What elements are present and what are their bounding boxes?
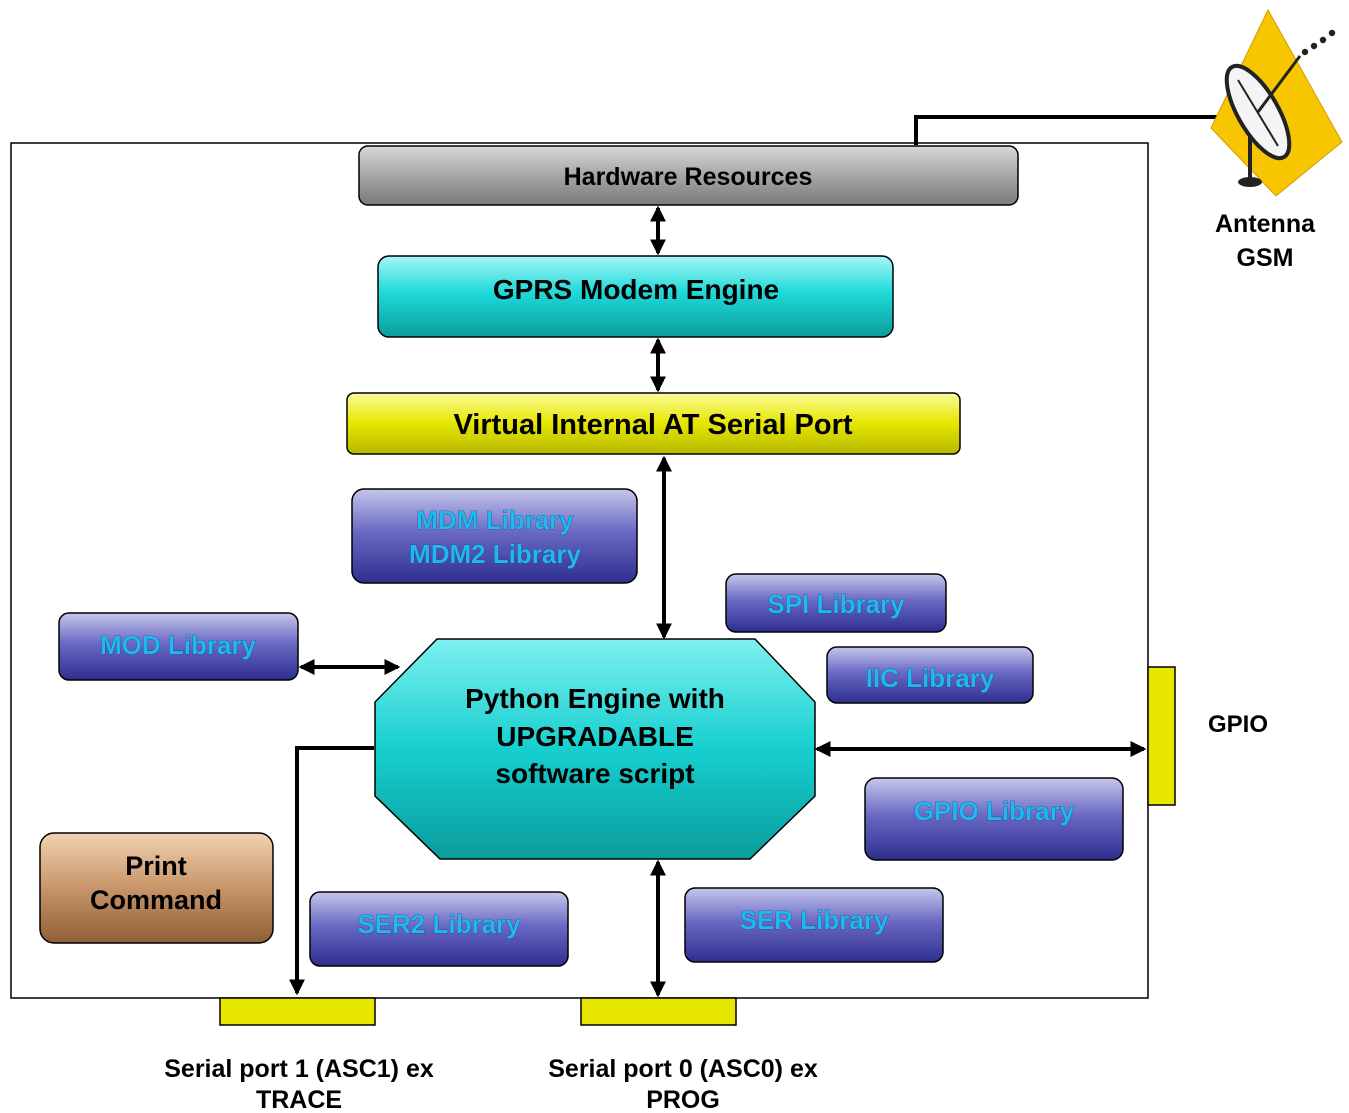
serial-port-1-label-line1: Serial port 1 (ASC1) ex <box>164 1055 434 1083</box>
iic-library-box <box>826 646 1034 704</box>
antenna-icon <box>1210 8 1343 197</box>
virtual-at-serial-port-box <box>346 392 961 455</box>
arrow-python-serial1 <box>289 746 374 996</box>
ser-library-box <box>684 887 944 963</box>
gpio-library-box <box>864 777 1124 861</box>
ser-library-label: SER Library <box>740 905 889 935</box>
gpio-label: GPIO <box>1208 711 1268 738</box>
serial-port-1-connector <box>219 997 376 1026</box>
serial-port-0-label-line2: PROG <box>646 1086 720 1113</box>
mdm-library-label: MDM Library <box>416 505 574 535</box>
mod-library-box <box>58 612 299 681</box>
mod-library-label: MOD Library <box>100 630 257 660</box>
ser2-library-box <box>309 891 569 967</box>
python-engine-label-line1: Python Engine with <box>465 683 725 714</box>
antenna-label-line1: Antenna <box>1215 210 1316 238</box>
ser2-library-label: SER2 Library <box>357 909 521 939</box>
print-command-label-line2: Command <box>90 885 222 915</box>
virtual-at-serial-port-label: Virtual Internal AT Serial Port <box>453 409 852 441</box>
hardware-resources-box <box>358 145 1019 206</box>
iic-library-label: IIC Library <box>866 663 995 693</box>
serial-port-0-label-line1: Serial port 0 (ASC0) ex <box>548 1055 818 1083</box>
mdm-library-box <box>351 488 638 584</box>
gprs-modem-engine-box <box>377 255 894 338</box>
antenna-label-line2: GSM <box>1237 244 1294 272</box>
gpio-library-label: GPIO Library <box>914 796 1075 826</box>
python-engine-label-line2: UPGRADABLE <box>496 721 694 752</box>
serial-port-0-connector <box>580 997 737 1026</box>
spi-library-box <box>725 573 947 633</box>
print-command-label-line1: Print <box>125 851 187 881</box>
hardware-resources-label: Hardware Resources <box>564 163 813 191</box>
gpio-connector <box>1147 666 1176 806</box>
python-engine-box <box>374 638 816 860</box>
serial-port-1-label-line2: TRACE <box>256 1086 342 1113</box>
antenna-wire <box>914 115 1222 145</box>
gprs-modem-engine-label: GPRS Modem Engine <box>493 274 779 305</box>
print-command-box <box>39 832 274 944</box>
python-engine-label-line3: software script <box>495 758 694 789</box>
spi-library-label: SPI Library <box>767 589 905 619</box>
mdm2-library-label: MDM2 Library <box>409 539 581 569</box>
